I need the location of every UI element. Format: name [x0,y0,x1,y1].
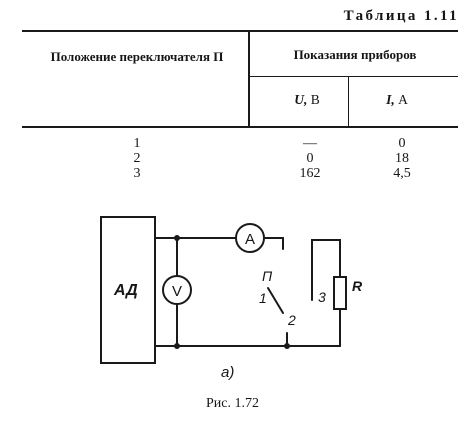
figure-caption: Рис. 1.72 [206,396,259,411]
subfigure-label: а) [221,364,234,381]
node-dot [284,343,290,349]
voltage-unit: В [310,92,320,107]
voltage-column: — 0 162 [280,136,340,181]
current-header: I, А [362,92,432,108]
ammeter-label: A [245,231,255,248]
switch-position-header: Положение переключателя П [50,49,224,64]
table-top-rule [22,30,458,32]
node-dot [174,235,180,241]
voltmeter-symbol [162,275,192,305]
contact-1-label: 1 [259,290,267,306]
readings-table: Положение переключателя П Показания приб… [22,30,458,196]
table-cell-position: 2 [133,151,141,166]
current-column: 0 18 4,5 [372,136,432,181]
table-cell-current: 0 [398,136,406,151]
resistor-label: R [352,278,363,294]
instrument-readings-header: Показания приборов [293,47,417,62]
current-symbol: I, [386,92,395,107]
voltage-symbol: U, [294,92,308,107]
circuit-diagram: АД A V П 1 2 3 R а) [100,216,363,381]
table-cell-current: 4,5 [393,166,411,181]
current-unit: А [398,92,408,107]
contact-2-label: 2 [287,312,296,328]
ammeter-symbol [235,223,265,253]
table-cell-voltage: 0 [306,151,314,166]
table-col-divider [248,30,250,126]
table-cell-position: 3 [133,166,141,181]
position-column: 1 2 3 [112,136,162,181]
table-cell-voltage: 162 [299,166,321,181]
resistor-symbol [333,276,347,310]
voltage-header: U, В [272,92,342,108]
voltmeter-label: V [172,283,182,300]
table-header-rule [22,126,458,128]
table-caption: Таблица 1.11 [343,8,459,24]
source-label: АД [113,282,138,299]
node-dot [174,343,180,349]
table-cell-current: 18 [395,151,409,166]
table-sub-rule [248,76,458,77]
switch-blade [267,287,284,314]
contact-3-label: 3 [318,289,326,305]
table-subcol-divider [348,76,349,126]
switch-label: П [262,268,273,284]
table-cell-position: 1 [133,136,141,151]
source-block [100,216,156,364]
table-cell-voltage: — [303,136,317,151]
contact-3-wire [311,239,341,301]
